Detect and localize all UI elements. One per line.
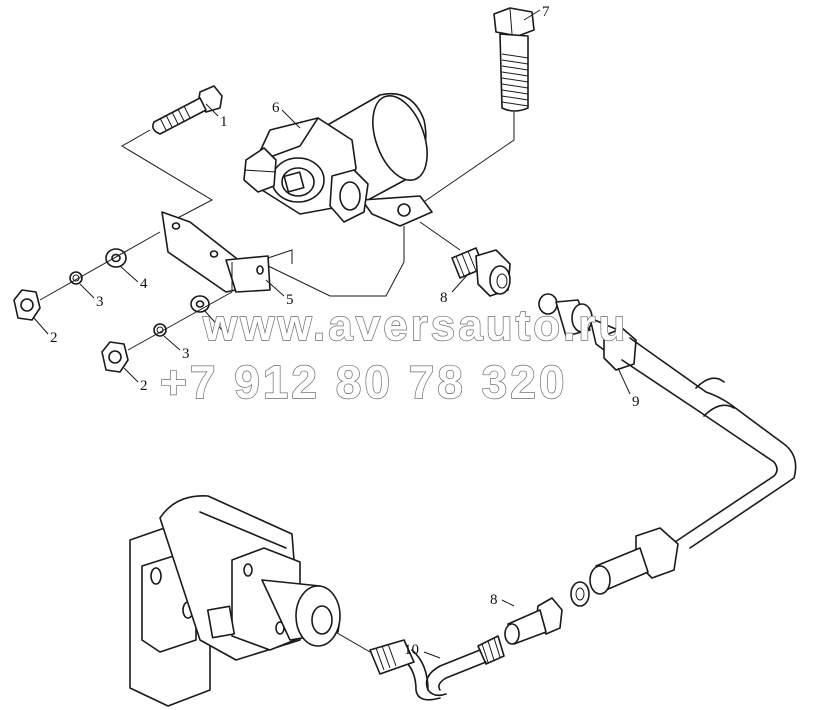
callout-7: 7 bbox=[542, 4, 550, 20]
callout-10: 10 bbox=[404, 642, 419, 658]
callout-8-upper: 8 bbox=[440, 290, 448, 306]
washer-4-lower bbox=[190, 295, 210, 313]
brake-pipe-9 bbox=[621, 337, 797, 549]
callout-3-upper: 3 bbox=[96, 294, 104, 310]
callout-5: 5 bbox=[286, 292, 294, 308]
union-fitting-9 bbox=[538, 293, 637, 371]
elbow-hose-10 bbox=[331, 629, 505, 701]
callout-2-lower: 2 bbox=[140, 378, 148, 394]
washer-4-upper bbox=[105, 248, 127, 268]
callout-6: 6 bbox=[272, 100, 280, 116]
bracket-5 bbox=[161, 211, 293, 293]
nut-2-upper bbox=[13, 289, 41, 321]
bolt-1 bbox=[121, 85, 223, 223]
adapter-8-upper bbox=[451, 247, 511, 297]
callout-2-upper: 2 bbox=[50, 330, 58, 346]
callout-9: 9 bbox=[632, 394, 640, 410]
watermark-url: www.aversauto.ru bbox=[202, 301, 628, 350]
callout-4-upper: 4 bbox=[140, 276, 148, 292]
callout-8-lower: 8 bbox=[490, 592, 498, 608]
callout-labels: 1 6 7 4 3 2 5 4 3 2 8 9 8 10 bbox=[50, 4, 640, 658]
adapter-8-lower bbox=[504, 597, 563, 645]
chamber-assembly bbox=[129, 495, 341, 707]
solenoid-valve-6 bbox=[243, 93, 461, 297]
union-fitting-lower bbox=[570, 527, 679, 607]
callout-4-lower: 4 bbox=[224, 326, 232, 342]
bolt-7 bbox=[411, 7, 535, 211]
watermark: www.aversauto.ru +7 912 80 78 320 bbox=[159, 300, 628, 408]
leader-lines bbox=[33, 9, 631, 659]
callout-1: 1 bbox=[220, 114, 228, 130]
callout-3-lower: 3 bbox=[182, 346, 190, 362]
nut-2-lower bbox=[101, 341, 129, 373]
lock-washer-3-lower bbox=[153, 323, 167, 337]
watermark-phone: +7 912 80 78 320 bbox=[160, 356, 567, 408]
